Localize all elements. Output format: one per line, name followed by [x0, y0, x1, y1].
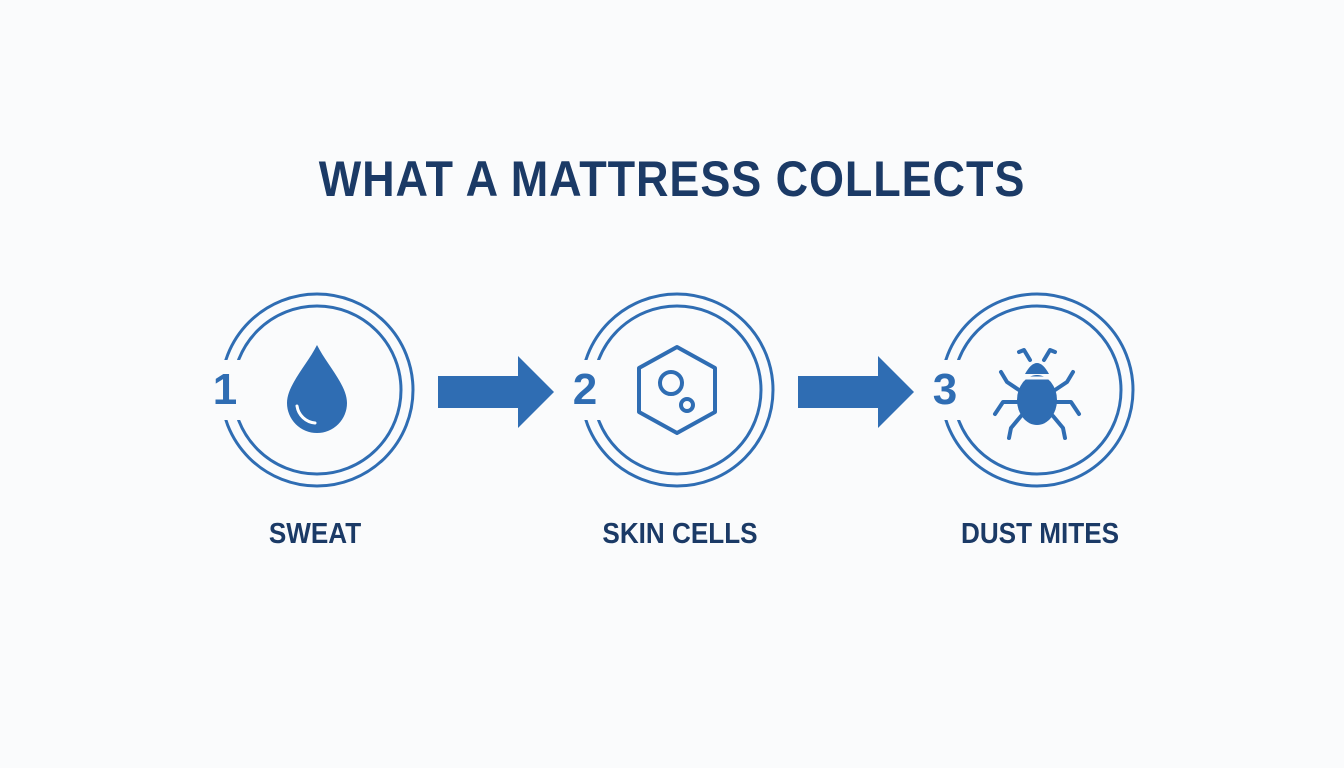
- step-2: 2: [565, 290, 777, 490]
- step-2-label: SKIN CELLS: [602, 518, 758, 550]
- step-3-number: 3: [925, 360, 965, 420]
- hexagon-cells-icon: [637, 345, 717, 435]
- water-drop-icon: [287, 345, 347, 433]
- bug-icon: [993, 348, 1081, 440]
- arrow-2-to-3: [796, 354, 916, 430]
- step-3: 3: [925, 290, 1137, 490]
- step-1-label: SWEAT: [268, 518, 362, 550]
- step-3-label: DUST MITES: [960, 518, 1120, 550]
- page-title: WHAT A MATTRESS COLLECTS: [318, 150, 1026, 207]
- step-2-number: 2: [565, 360, 605, 420]
- step-1: 1: [205, 290, 417, 490]
- arrow-1-to-2: [436, 354, 556, 430]
- step-1-number: 1: [205, 360, 245, 420]
